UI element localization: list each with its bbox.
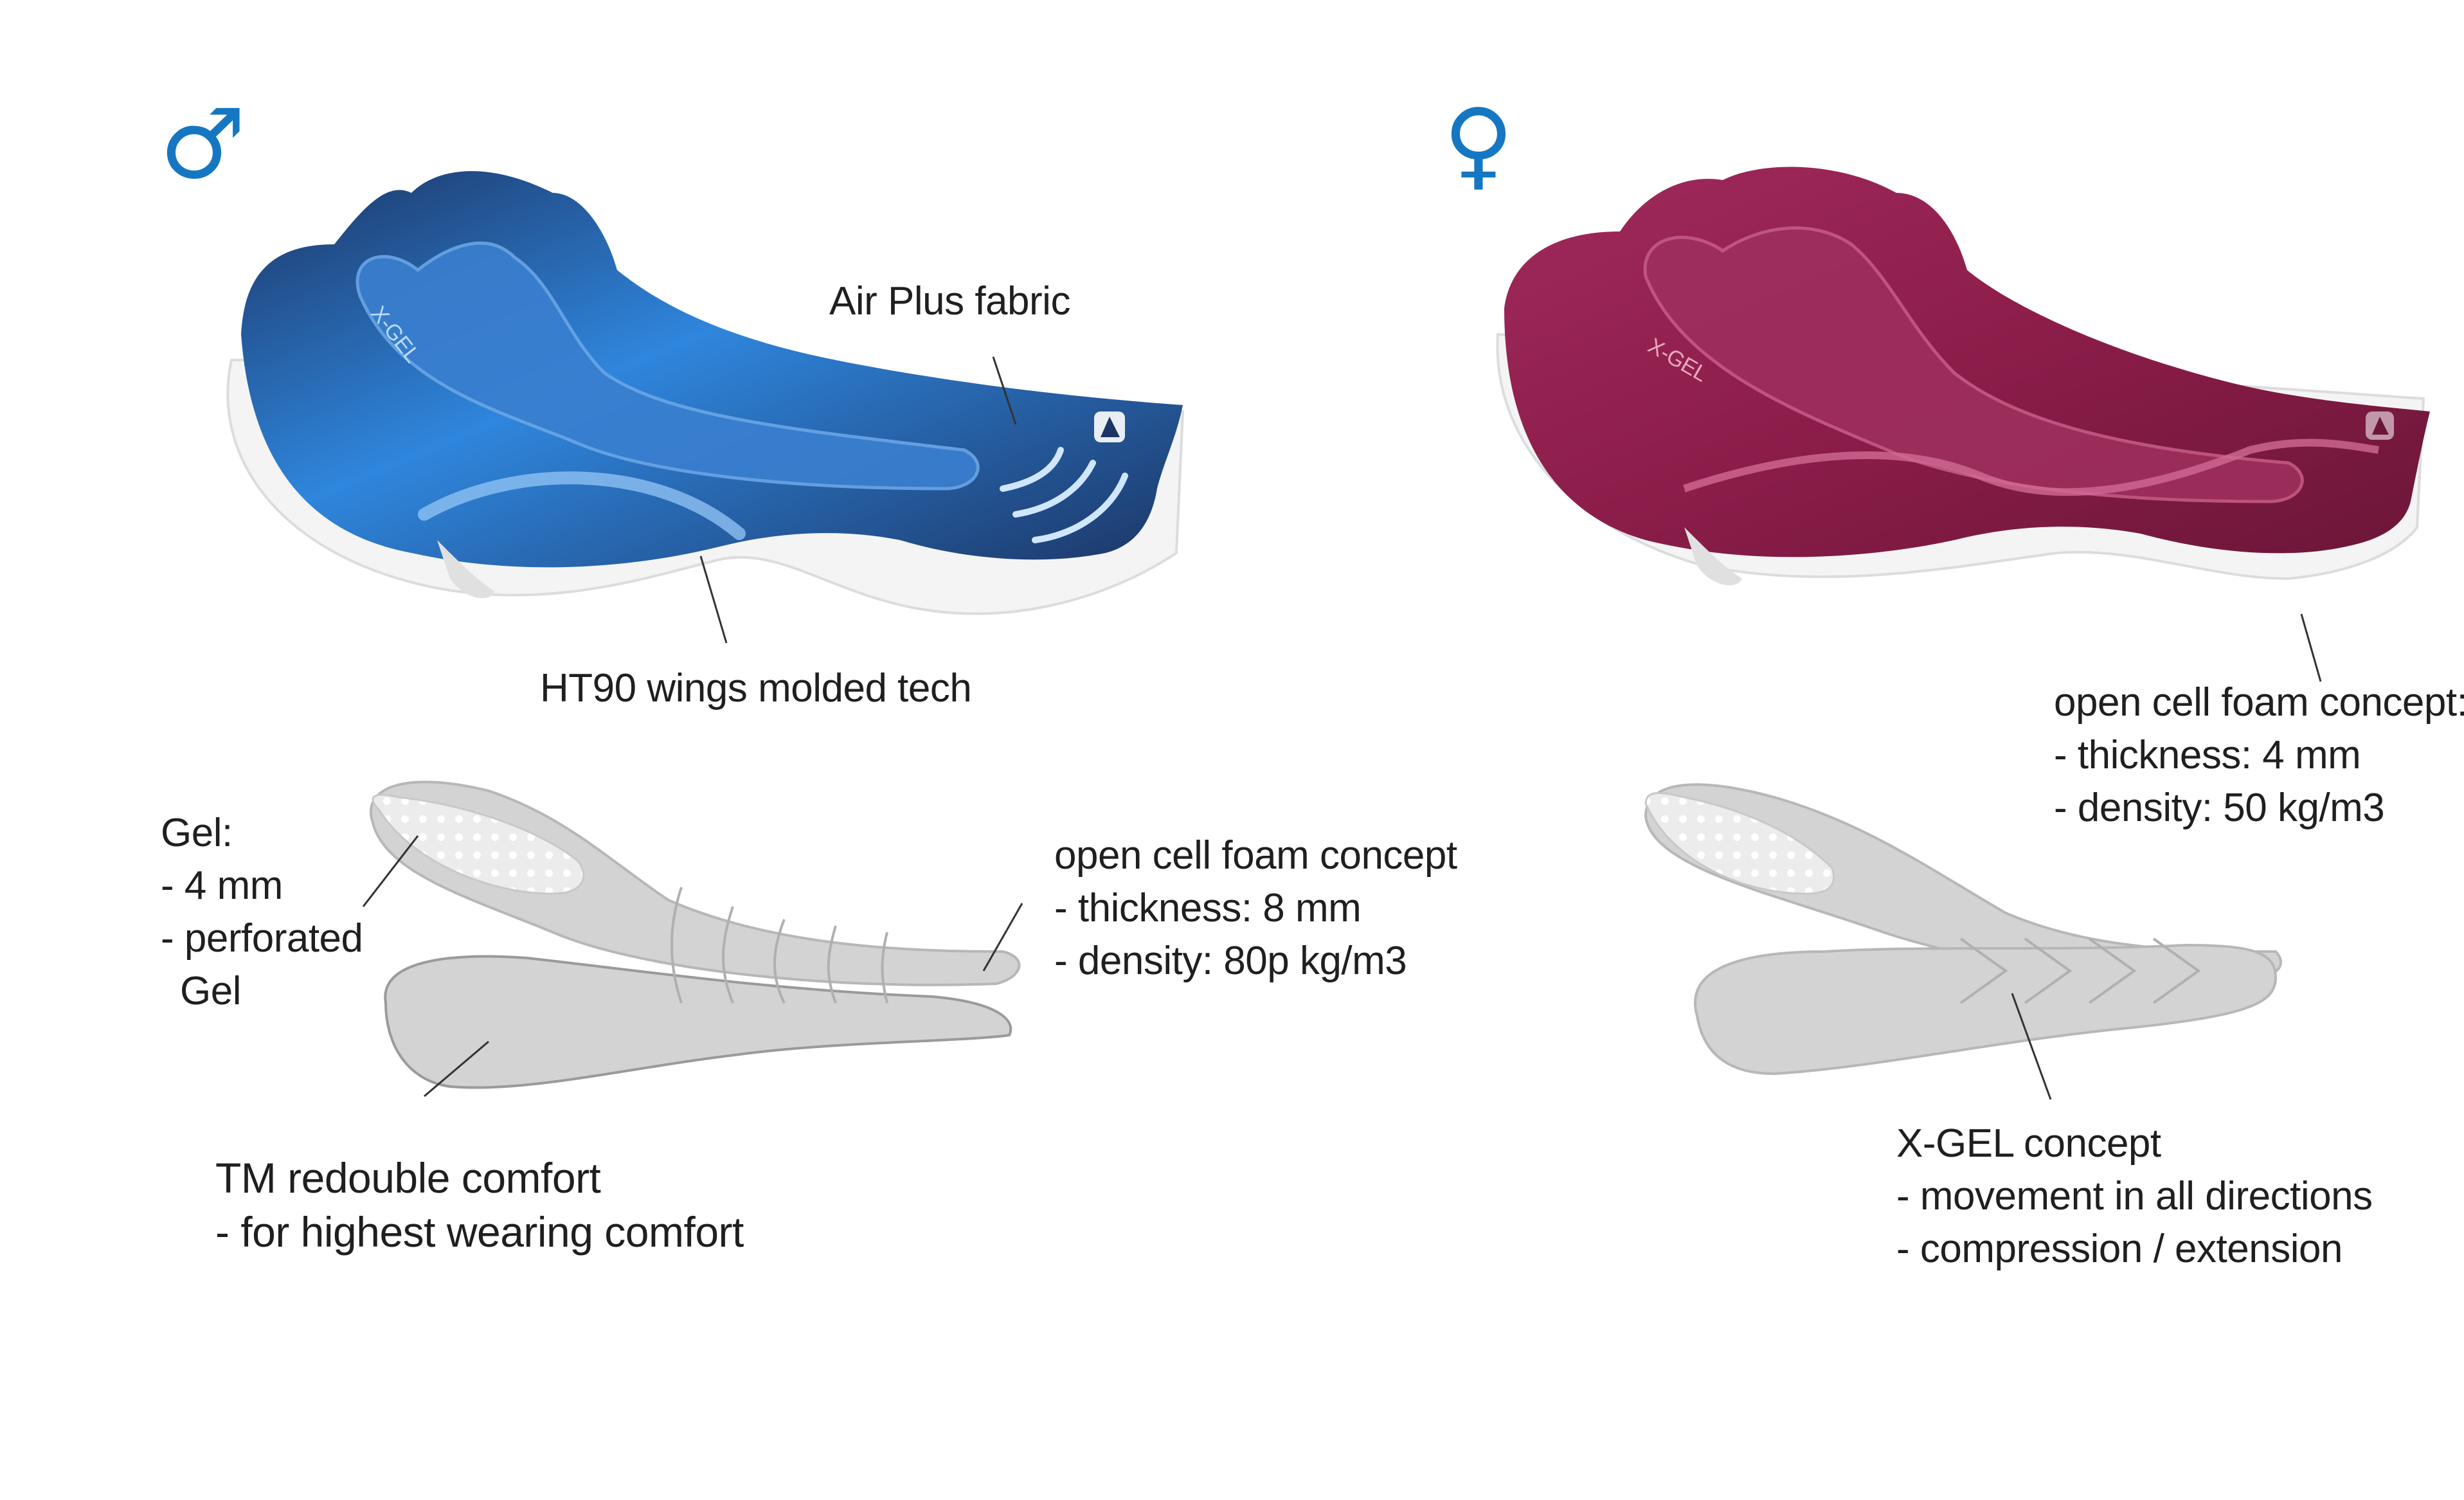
female-pad-under-wing — [1684, 527, 1742, 586]
male-foam-line-2: - thickness: 8 mm — [1054, 886, 1362, 930]
male-pad — [226, 171, 1185, 615]
leader-lines — [362, 356, 2322, 1100]
gel-line-2: - 4 mm — [161, 863, 283, 908]
male-pad-logo-mark — [1101, 417, 1120, 437]
male-pad-air-arcs — [1000, 447, 1128, 543]
xgel-line-1: X-GEL concept — [1896, 1121, 2161, 1166]
male-foam-lower-wing — [384, 955, 1012, 1089]
leader-comfort — [424, 1040, 489, 1098]
female-foam-layer — [1644, 783, 2282, 1076]
female-foam-lower-wing — [1693, 943, 2278, 1076]
female-foam-line-1: open cell foam concept: — [2054, 680, 2464, 725]
male-foam-line-1: open cell foam concept — [1054, 833, 1457, 878]
female-foam-line-3: - density: 50 kg/m3 — [2054, 786, 2385, 830]
xgel-callout: X-GEL concept - movement in all directio… — [1896, 1117, 2373, 1276]
air-plus-fabric-label: Air Plus fabric — [829, 279, 1070, 323]
gel-line-1: Gel: — [161, 811, 233, 855]
female-foam-chevrons — [1959, 937, 2201, 1004]
leader-xgel — [2011, 993, 2052, 1100]
female-pad-body — [1504, 167, 2430, 557]
female-symbol-icon: ♀ — [1443, 89, 1514, 201]
female-foam-line-2: - thickness: 4 mm — [2054, 733, 2361, 777]
male-symbol-icon: ♂ — [159, 89, 246, 201]
male-gel-insert — [372, 793, 585, 895]
xgel-line-3: - compression / extension — [1896, 1227, 2343, 1271]
gel-line-4: Gel — [180, 969, 241, 1013]
female-foam-callout: open cell foam concept: - thickness: 4 m… — [2054, 676, 2464, 835]
female-pad-logo-mark — [2372, 417, 2389, 435]
comfort-line-2: - for highest wearing comfort — [215, 1208, 744, 1256]
male-foam-layer — [369, 781, 1021, 1089]
comfort-callout: TM redouble comfort - for highest wearin… — [215, 1151, 744, 1259]
gel-callout: Gel: - 4 mm - perforated Gel — [161, 807, 363, 1018]
leader-female-foam — [2300, 613, 2322, 682]
female-foam-upper-wing — [1644, 783, 2282, 980]
male-pad-gel-lobes — [355, 241, 980, 491]
gel-line-3: - perforated — [161, 916, 363, 961]
ht90-wings-label: HT90 wings molded tech — [540, 666, 972, 710]
comfort-line-1: TM redouble comfort — [215, 1154, 601, 1202]
leader-gel — [362, 835, 419, 907]
leader-male-foam — [982, 903, 1023, 971]
male-pad-swoosh — [418, 471, 746, 540]
female-pad — [1496, 167, 2430, 586]
male-foam-callout: open cell foam concept - thickness: 8 mm… — [1054, 829, 1457, 988]
xgel-line-2: - movement in all directions — [1896, 1174, 2373, 1218]
female-pad-wave — [1683, 438, 2379, 496]
male-foam-channels — [670, 887, 888, 1004]
male-pad-under-wing — [437, 540, 495, 599]
female-gel-insert — [1644, 791, 1835, 895]
male-foam-line-3: - density: 80p kg/m3 — [1054, 939, 1407, 983]
leader-air-plus — [992, 356, 1017, 425]
leader-ht90 — [699, 556, 728, 644]
